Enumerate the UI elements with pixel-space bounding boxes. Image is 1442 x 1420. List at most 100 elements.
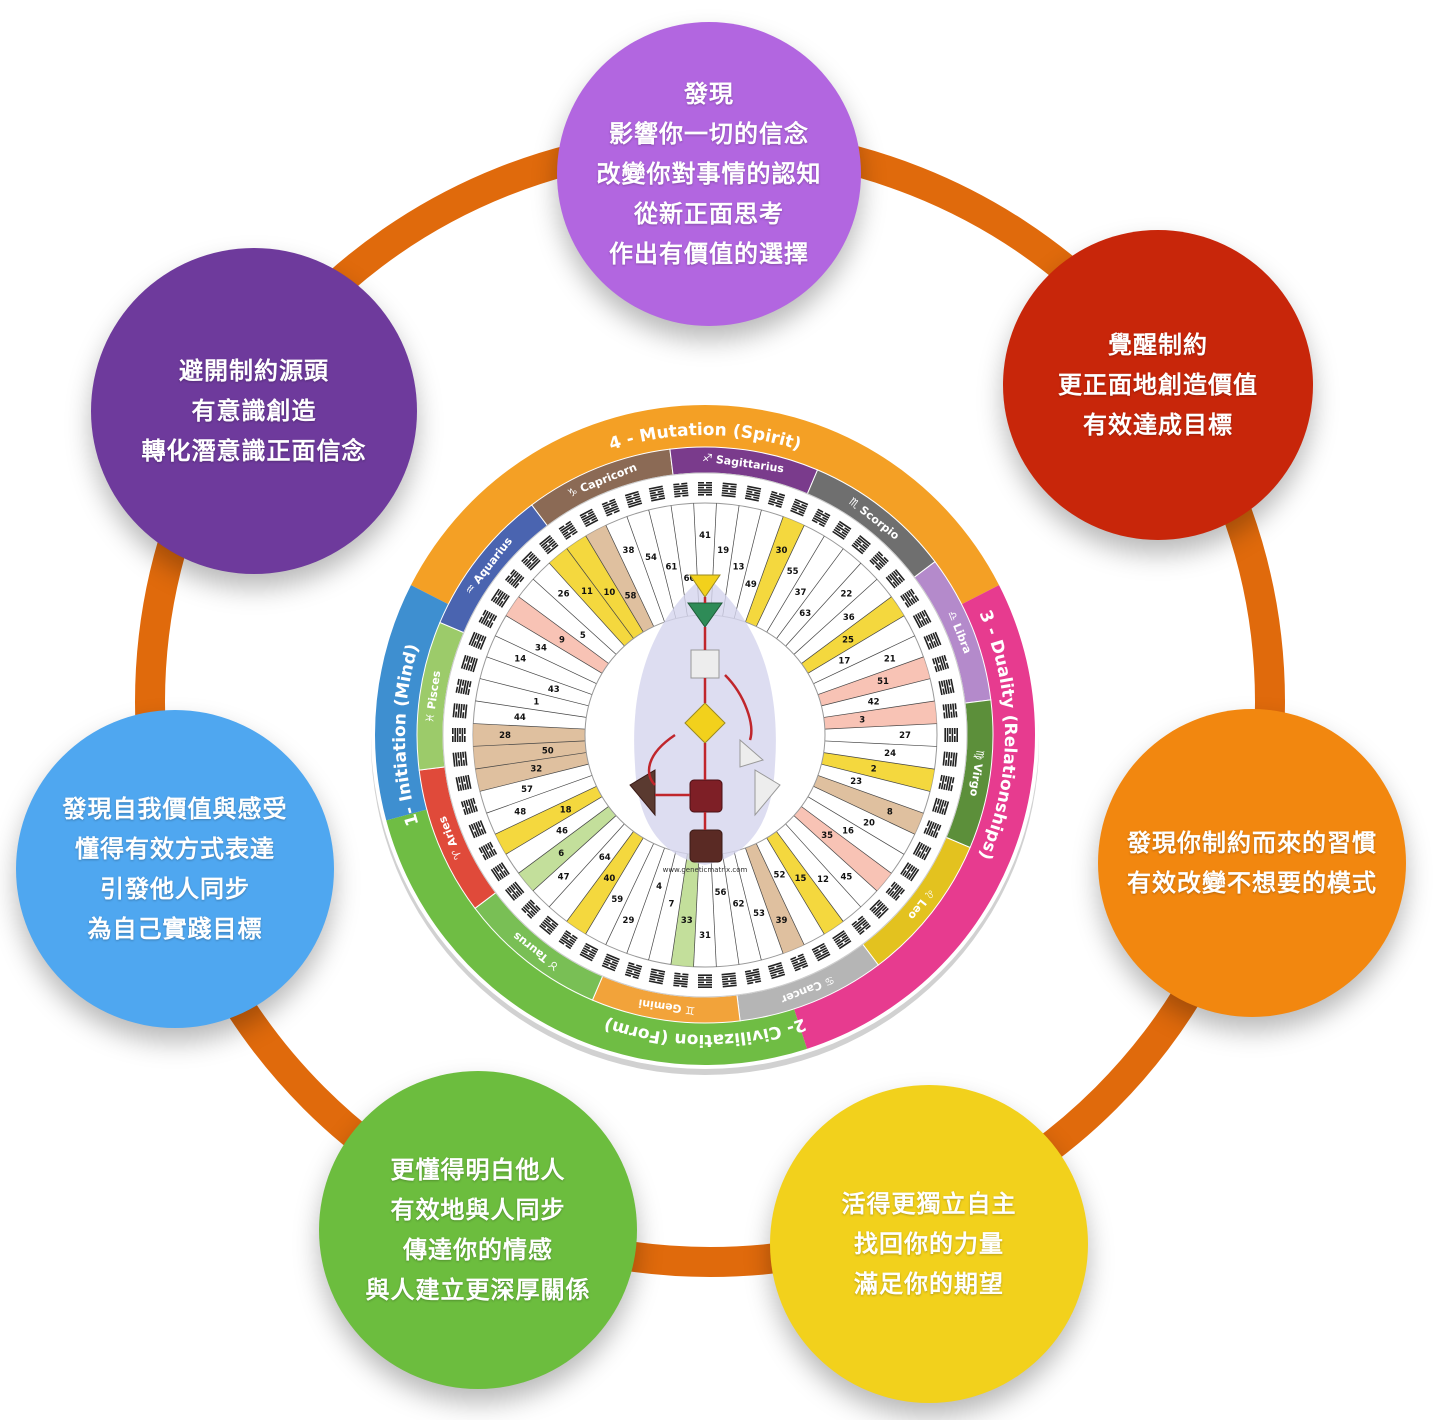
gate-spoke <box>793 815 878 892</box>
quarter-band-civilization <box>386 809 807 1065</box>
bodygraph <box>629 574 781 865</box>
activation-sector <box>817 656 931 706</box>
hexagram-glyph <box>455 774 472 792</box>
activation-sector <box>473 723 586 747</box>
gate-spoke <box>518 806 609 874</box>
gate-spoke <box>823 752 935 770</box>
gate-spoke <box>755 843 805 945</box>
gate-spoke <box>473 723 586 730</box>
activation-sector <box>473 740 587 769</box>
bubble-line: 覺醒制約 <box>1108 331 1208 359</box>
gate-number: 9 <box>559 635 565 645</box>
bubble-line: 發現 <box>684 80 734 108</box>
hexagram-glyph <box>601 498 620 517</box>
gate-spoke <box>648 851 677 961</box>
bubble-avoid-conditioning: 避開制約源頭 有意識創造 轉化潛意識正面信念 <box>91 248 417 574</box>
activation-sector <box>801 596 905 674</box>
head-center <box>689 574 721 598</box>
bubble-line: 有意識創造 <box>191 397 317 425</box>
gate-number: 17 <box>838 657 850 667</box>
gate-number: 47 <box>558 872 570 882</box>
bubble-understand-others: 更懂得明白他人 有效地與人同步 傳達你的情感 與人建立更深厚關係 <box>319 1071 637 1389</box>
gate-spoke <box>605 843 654 945</box>
hexagram-glyph <box>721 972 737 988</box>
hexagram-glyph <box>648 485 666 502</box>
gate-spoke <box>566 548 634 639</box>
gate-spoke <box>475 700 587 718</box>
gate-number: 18 <box>560 805 572 815</box>
hexagram-glyph <box>942 703 958 719</box>
hexagram-glyph <box>673 482 689 498</box>
activation-sector <box>745 516 805 627</box>
gate-spoke <box>505 615 603 674</box>
activation-sector <box>475 752 589 792</box>
hexagram-glyph <box>539 534 559 555</box>
hexagram-glyph <box>790 953 809 972</box>
gate-number: 11 <box>581 587 593 597</box>
gate-spoke <box>486 656 593 695</box>
hexagram-glyph <box>832 520 852 540</box>
gate-number: 4 <box>656 882 662 892</box>
hexagram-glyph <box>460 654 478 673</box>
gate-number: 45 <box>840 872 852 882</box>
gate-number: 41 <box>699 531 711 541</box>
bubble-line: 滿足你的期望 <box>854 1270 1004 1298</box>
hexagram-glyph <box>504 881 525 901</box>
gate-spoke <box>793 578 878 655</box>
hexagram-glyph <box>923 631 942 650</box>
gate-number: 50 <box>542 746 554 756</box>
hexagram-glyph <box>932 797 950 816</box>
gate-spoke <box>813 786 915 835</box>
gate-number: 26 <box>558 590 570 600</box>
hexagram-glyph <box>452 728 466 742</box>
gate-number: 36 <box>843 613 855 623</box>
gate-number: 43 <box>548 685 560 695</box>
gate-spoke <box>766 535 825 633</box>
hexagram-glyph <box>851 534 871 555</box>
hexagram-glyph <box>944 728 958 742</box>
hexagram-glyph <box>504 569 525 589</box>
hexagram-glyph <box>468 820 487 839</box>
gate-spoke <box>824 740 937 747</box>
hexagram-glyph <box>869 899 889 919</box>
bubble-line: 更懂得明白他人 <box>390 1156 566 1184</box>
hexagram-glyph <box>869 551 889 571</box>
gate-number: 64 <box>599 853 611 863</box>
hexagram-glyph <box>478 609 498 629</box>
hexagram-glyph <box>539 915 559 936</box>
gate-spoke <box>532 815 617 892</box>
gate-number: 61 <box>666 562 678 572</box>
gate-number: 48 <box>514 808 526 818</box>
hexagram-glyph <box>885 881 906 901</box>
throat-center <box>690 649 720 679</box>
gate-spoke <box>745 847 784 954</box>
gate-spoke <box>566 831 634 922</box>
gate-number: 54 <box>645 553 657 563</box>
hexagram-glyph <box>900 862 920 882</box>
bubble-discover-beliefs: 發現 影響你一切的信念 改變你對事情的認知 從新正面思考 作出有價值的選擇 <box>557 22 861 326</box>
gate-number: 59 <box>611 895 623 905</box>
gate-spoke <box>776 831 844 922</box>
gate-spoke <box>785 562 862 647</box>
gate-number: 23 <box>850 777 862 787</box>
bubble-line: 作出有價值的選擇 <box>609 240 809 268</box>
bubble-line: 發現自我價值與感受 <box>62 795 288 823</box>
gate-number: 2 <box>871 765 877 775</box>
bubble-line: 活得更獨立自主 <box>841 1190 1017 1218</box>
gate-number: 44 <box>514 713 526 723</box>
activation-sector <box>518 806 617 891</box>
gate-number: 63 <box>799 609 811 619</box>
gate-spoke <box>693 854 700 967</box>
gate-spoke <box>475 752 587 770</box>
gate-number: 19 <box>717 546 729 556</box>
gate-number: 55 <box>787 567 799 577</box>
bubble-line: 影響你一切的信念 <box>609 120 809 148</box>
gate-spoke <box>776 548 844 639</box>
hexagram-glyph <box>452 751 468 767</box>
gate-spoke <box>479 678 589 707</box>
gate-number: 62 <box>733 900 745 910</box>
root-center <box>689 829 723 863</box>
sacral-center <box>689 779 723 813</box>
hexagram-glyph <box>698 482 712 496</box>
sign-label-virgo: ♍ Virgo <box>967 749 986 797</box>
